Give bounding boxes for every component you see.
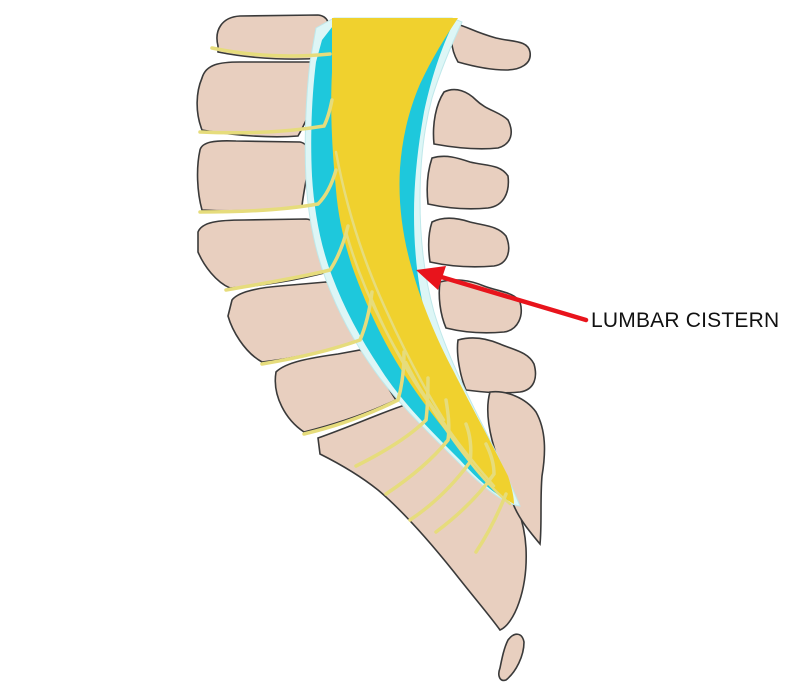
lumbar-cistern-label: LUMBAR CISTERN <box>591 309 780 332</box>
intrathecal-strand-1 <box>334 150 446 422</box>
nerve-root-l1 <box>210 46 332 58</box>
arrow-shaft <box>435 273 589 323</box>
sacral-crest <box>487 390 546 546</box>
spinous-process-3 <box>426 155 510 210</box>
spinous-process-4 <box>427 217 510 268</box>
nerve-root-l4 <box>224 224 350 292</box>
vertebral-body-3 <box>196 139 311 212</box>
spinous-process-2 <box>432 88 512 150</box>
arrow-head <box>416 266 446 290</box>
cauda-equina <box>331 18 514 504</box>
pointer-arrow <box>416 266 589 323</box>
nerve-root-l3 <box>198 168 338 214</box>
coccyx <box>498 633 525 682</box>
vertebral-bodies <box>196 14 398 433</box>
spinous-process-6 <box>456 337 537 394</box>
vertebral-body-4 <box>197 218 330 289</box>
nerve-root-l5 <box>260 290 374 366</box>
spinous-process-1 <box>450 23 531 71</box>
nerve-roots <box>198 46 512 554</box>
nerve-root-s1 <box>302 350 406 436</box>
nerve-root-l2 <box>198 98 334 135</box>
intrathecal-strand-4 <box>404 360 512 506</box>
vertebral-body-2 <box>196 61 325 138</box>
nerve-root-s5 <box>434 442 496 534</box>
nerve-root-s3 <box>384 398 451 496</box>
posterior-elements <box>426 23 546 546</box>
